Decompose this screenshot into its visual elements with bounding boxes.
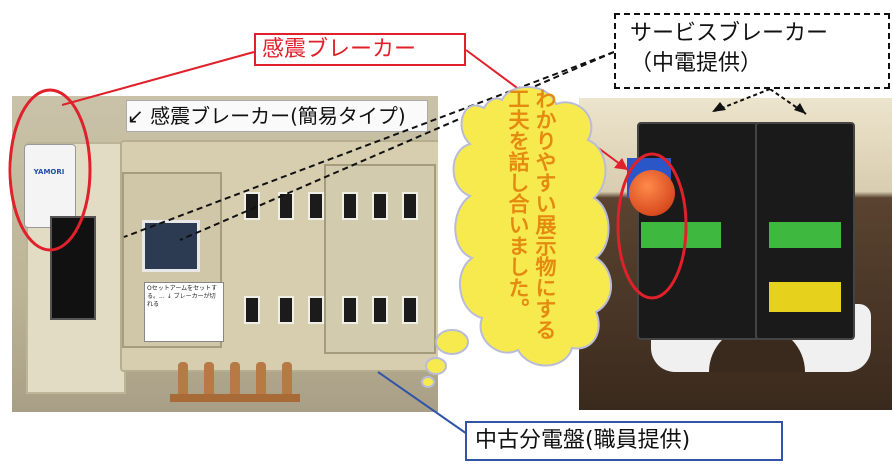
panel-sign: ↙ 感震ブレーカー(簡易タイプ)	[126, 100, 428, 132]
branch-switch	[372, 192, 388, 220]
branch-switch	[342, 192, 358, 220]
dashed-arrowhead-left	[712, 102, 726, 112]
red-arrowhead	[614, 158, 628, 170]
instruction-note-text: Oセットアームをセットする。... ↓ ブレーカーが切れる	[147, 285, 218, 308]
wooden-stand	[170, 358, 300, 402]
red-connector-left	[61, 51, 255, 106]
photo-service-breaker	[579, 98, 892, 410]
dashed-connector-left-2	[123, 51, 615, 238]
branch-switch	[244, 192, 260, 220]
highlight-ellipse-right	[616, 152, 688, 300]
blue-connector	[377, 371, 471, 437]
instruction-note: Oセットアームをセットする。... ↓ ブレーカーが切れる	[144, 282, 224, 342]
red-seismic-ball	[629, 170, 675, 216]
callout-used-panel: 中古分電盤(職員提供)	[465, 421, 783, 461]
photo-distribution-board: YAMORI Oセットアームをセットする。... ↓ ブレーカーが切れる ↙ 感…	[12, 96, 438, 412]
device-brand-label: YAMORI	[33, 168, 65, 176]
callout-kanshin-breaker: 感震ブレーカー	[254, 33, 466, 66]
callout-service-breaker-line1: サービスブレーカー	[630, 21, 829, 46]
callout-service-breaker-line2: （中電提供）	[630, 51, 763, 76]
branch-switch	[402, 296, 418, 324]
branch-switch	[402, 192, 418, 220]
branch-switch	[308, 296, 324, 324]
dashed-connector-left	[179, 51, 615, 241]
dashed-arrowhead-right	[794, 103, 806, 114]
highlight-ellipse-left	[8, 88, 92, 252]
callout-service-breaker: サービスブレーカー （中電提供）	[614, 13, 890, 89]
branch-switch	[278, 192, 294, 220]
branch-switch	[342, 296, 358, 324]
green-label-left	[641, 222, 721, 248]
green-label-right	[769, 222, 841, 248]
branch-switch	[308, 192, 324, 220]
branch-switch	[244, 296, 260, 324]
thought-bubble	[421, 86, 612, 388]
thought-bubble-text: わかりやすい展示物にする工夫を話し合いました。	[506, 88, 557, 340]
yellow-warning-label	[769, 282, 841, 312]
service-breaker-meter	[142, 220, 200, 272]
branch-switch	[372, 296, 388, 324]
branch-switch	[278, 296, 294, 324]
